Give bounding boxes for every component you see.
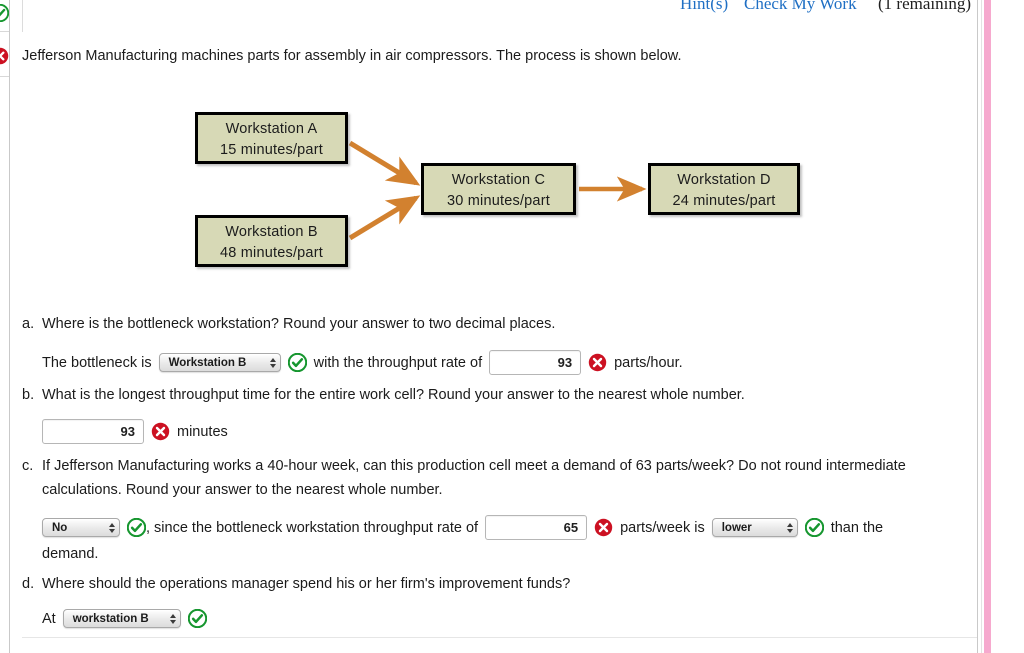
question-a-mid-text: with the throughput rate of bbox=[313, 354, 483, 371]
pink-accent-stripe bbox=[984, 0, 991, 653]
weekly-rate-input[interactable]: 65 bbox=[485, 515, 588, 540]
stepper-arrows-icon bbox=[786, 522, 793, 533]
bottleneck-select[interactable]: Workstation B bbox=[158, 353, 281, 372]
workstation-box-b: Workstation B 48 minutes/part bbox=[195, 215, 348, 267]
green-check-icon bbox=[804, 518, 824, 537]
attempts-remaining-label: (1 remaining) bbox=[878, 0, 971, 13]
question-b-text: What is the longest throughput time for … bbox=[42, 387, 745, 403]
workstation-a-time: 15 minutes/part bbox=[220, 142, 323, 159]
green-check-icon bbox=[0, 3, 10, 23]
throughput-rate-input[interactable]: 93 bbox=[489, 350, 582, 375]
question-b-trail-text: minutes bbox=[177, 423, 228, 440]
process-diagram: Workstation A 15 minutes/part Workstatio… bbox=[180, 95, 840, 285]
workstation-d-time: 24 minutes/part bbox=[672, 193, 776, 210]
content-right-border-2 bbox=[981, 0, 982, 653]
can-meet-demand-select-value: No bbox=[52, 521, 68, 534]
workstation-c-name: Workstation C bbox=[451, 172, 546, 188]
question-c-text: If Jefferson Manufacturing works a 40-ho… bbox=[42, 458, 906, 474]
question-d-answer-row: At workstation B bbox=[42, 609, 207, 628]
green-check-icon bbox=[187, 609, 207, 628]
workstation-d-name: Workstation D bbox=[677, 172, 771, 188]
red-x-icon bbox=[594, 518, 613, 537]
content-left-border bbox=[9, 0, 10, 653]
workstation-box-d: Workstation D 24 minutes/part bbox=[648, 163, 800, 215]
question-a-letter: a. bbox=[22, 316, 35, 332]
bottom-divider bbox=[22, 637, 977, 638]
question-c-mid-text: , since the bottleneck workstation throu… bbox=[146, 519, 479, 536]
red-x-icon bbox=[151, 422, 170, 441]
question-c-trail-text: than the bbox=[830, 519, 884, 536]
workstation-b-time: 48 minutes/part bbox=[220, 245, 323, 262]
question-c-answer-row: No , since the bottleneck workstation th… bbox=[42, 515, 883, 540]
question-a-text: Where is the bottleneck workstation? Rou… bbox=[42, 316, 556, 332]
throughput-time-input[interactable]: 93 bbox=[42, 419, 144, 444]
workstation-box-a: Workstation A 15 minutes/part bbox=[195, 112, 348, 164]
can-meet-demand-select[interactable]: No bbox=[42, 518, 120, 537]
improvement-funds-select-value: workstation B bbox=[72, 612, 149, 625]
question-c-mid-text-2: parts/week is bbox=[620, 519, 705, 536]
red-x-icon bbox=[0, 47, 9, 65]
workstation-b-name: Workstation B bbox=[225, 224, 318, 240]
question-d-letter: d. bbox=[22, 576, 35, 592]
bottleneck-select-value: Workstation B bbox=[168, 356, 247, 369]
green-check-icon bbox=[127, 518, 146, 537]
hint-link[interactable]: Hint(s) bbox=[680, 0, 729, 13]
question-d-text: Where should the operations manager spen… bbox=[42, 576, 571, 592]
right-margin bbox=[991, 0, 1024, 653]
question-c-letter: c. bbox=[22, 458, 34, 474]
question-b-answer-row: 93 minutes bbox=[42, 419, 228, 444]
left-rail-divider-2 bbox=[0, 76, 9, 77]
content-left-inner-border bbox=[22, 0, 23, 32]
question-a-lead-text: The bottleneck is bbox=[42, 354, 152, 371]
green-check-icon bbox=[287, 353, 307, 372]
question-c-trail-text-2: demand. bbox=[42, 546, 99, 562]
question-a-answer-row: The bottleneck is Workstation B with the… bbox=[42, 350, 683, 375]
improvement-funds-select[interactable]: workstation B bbox=[62, 609, 181, 628]
workstation-c-time: 30 minutes/part bbox=[447, 193, 550, 210]
stepper-arrows-icon bbox=[109, 522, 115, 533]
diagram-arrows bbox=[348, 140, 647, 241]
question-b-letter: b. bbox=[22, 387, 35, 403]
stepper-arrows-icon bbox=[169, 613, 176, 624]
workstation-a-name: Workstation A bbox=[225, 121, 318, 137]
stepper-arrows-icon bbox=[269, 357, 276, 368]
left-rail bbox=[0, 0, 9, 653]
intro-text: Jefferson Manufacturing machines parts f… bbox=[22, 48, 682, 64]
workstation-box-c: Workstation C 30 minutes/part bbox=[421, 163, 576, 215]
check-my-work-link[interactable]: Check My Work bbox=[744, 0, 857, 13]
left-rail-divider-1 bbox=[0, 31, 9, 32]
red-x-icon bbox=[588, 353, 607, 372]
comparison-select-value: lower bbox=[721, 521, 752, 534]
question-a-trail-text: parts/hour. bbox=[614, 354, 683, 371]
comparison-select[interactable]: lower bbox=[711, 518, 798, 537]
question-c-text-line2: calculations. Round your answer to the n… bbox=[42, 482, 443, 498]
question-d-lead-text: At bbox=[42, 610, 56, 627]
header-links: Hint(s) Check My Work (1 remaining) bbox=[660, 0, 980, 16]
content-right-border bbox=[977, 0, 978, 653]
